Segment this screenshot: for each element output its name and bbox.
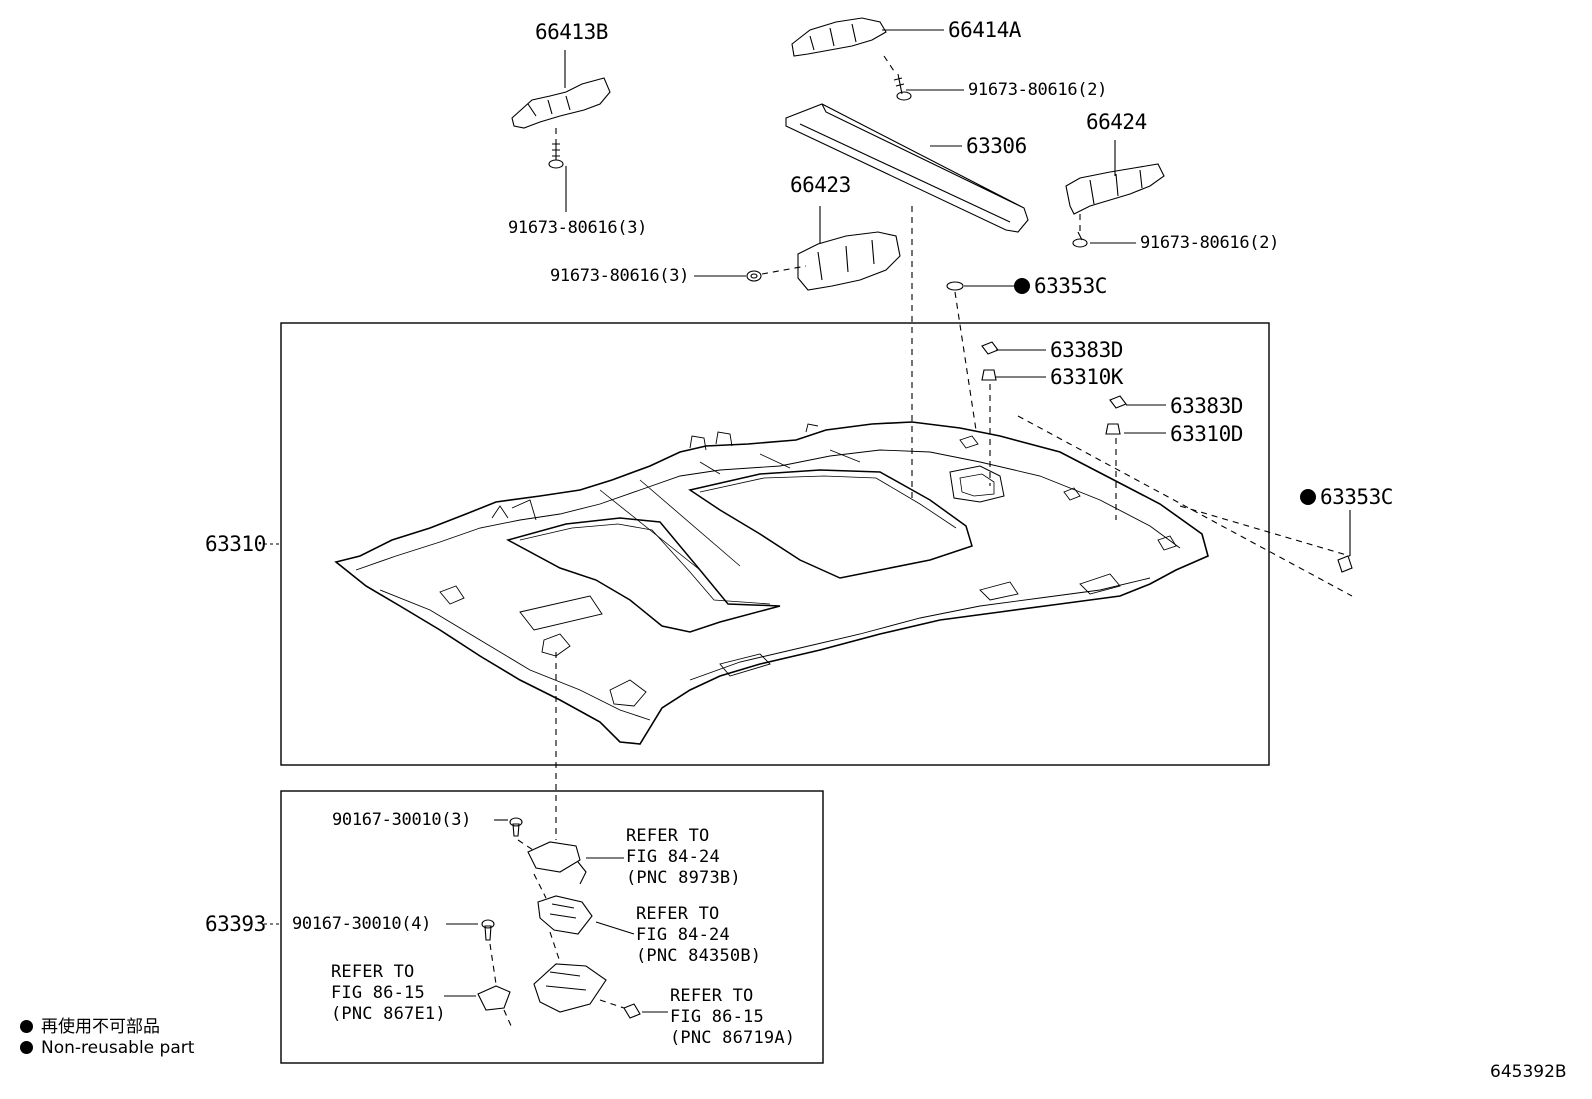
refer-line: REFER TO: [626, 826, 710, 846]
legend-english: Non-reusable part: [20, 1038, 194, 1058]
refer-line: (PNC 86719A): [670, 1028, 796, 1048]
label-90167-30010-4: 90167-30010(4): [292, 914, 432, 934]
refer-line: REFER TO: [331, 962, 415, 982]
non-reusable-marker: [1300, 489, 1316, 505]
label-91673-80616-3-left: 91673-80616(3): [508, 218, 648, 238]
refer-block-867E1: REFER TO FIG 86-15 (PNC 867E1): [331, 962, 446, 1025]
leader-lines: [444, 29, 1351, 1013]
refer-line: FIG 86-15: [331, 983, 425, 1003]
refer-line: FIG 84-24: [636, 925, 730, 945]
frame-leaders: [264, 543, 281, 925]
label-90167-30010-3: 90167-30010(3): [332, 810, 472, 830]
fastener-icons: [481, 73, 1353, 941]
label-63383D-lower: 63383D: [1170, 394, 1243, 418]
refer-line: REFER TO: [636, 904, 720, 924]
figure-code: 645392B: [1490, 1062, 1567, 1082]
label-66413B: 66413B: [535, 20, 608, 44]
label-63353C-right: 63353C: [1320, 485, 1393, 509]
label-66414A: 66414A: [948, 18, 1021, 42]
label-66424: 66424: [1086, 110, 1147, 134]
bracket-66413B-icon: [511, 77, 611, 129]
refer-block-8973B: REFER TO FIG 84-24 (PNC 8973B): [626, 826, 741, 889]
bracket-66423-icon: [797, 231, 901, 291]
refer-line: FIG 84-24: [626, 847, 720, 867]
refer-block-86719A: REFER TO FIG 86-15 (PNC 86719A): [670, 986, 795, 1049]
bracket-66424-icon: [1065, 163, 1165, 215]
non-reusable-marker: [1014, 278, 1030, 294]
label-63310K: 63310K: [1050, 365, 1123, 389]
guide-lines: [489, 55, 1353, 1029]
label-91673-80616-2-right: 91673-80616(2): [1140, 233, 1280, 253]
label-63306: 63306: [966, 134, 1027, 158]
lamp-assembly-frame: [280, 790, 824, 1064]
label-66423: 66423: [790, 173, 851, 197]
sub-component-icons: [477, 841, 641, 1019]
label-91673-80616-2-top: 91673-80616(2): [968, 80, 1108, 100]
refer-line: FIG 86-15: [670, 1007, 764, 1027]
label-63310: 63310: [205, 532, 266, 556]
refer-line: (PNC 8973B): [626, 868, 741, 888]
legend-en-text: Non-reusable part: [41, 1038, 195, 1058]
refer-line: (PNC 867E1): [331, 1004, 446, 1024]
refer-line: (PNC 84350B): [636, 946, 762, 966]
refer-line: REFER TO: [670, 986, 754, 1006]
headliner-frame: [280, 322, 1270, 766]
label-63393: 63393: [205, 912, 266, 936]
legend-dot-icon: [20, 1020, 33, 1033]
rail-63306-icon: [785, 103, 1029, 233]
label-63310D: 63310D: [1170, 422, 1243, 446]
label-91673-80616-3-mid: 91673-80616(3): [550, 266, 690, 286]
legend-dot-icon: [20, 1041, 33, 1054]
legend-japanese: 再使用不可部品: [20, 1012, 160, 1037]
refer-block-84350B: REFER TO FIG 84-24 (PNC 84350B): [636, 904, 761, 967]
label-63383D-upper: 63383D: [1050, 338, 1123, 362]
legend-jp-text: 再使用不可部品: [41, 1017, 160, 1037]
bracket-66414A-icon: [791, 17, 887, 57]
headliner-part-icon: [334, 421, 1209, 745]
label-63353C-top: 63353C: [1034, 274, 1107, 298]
